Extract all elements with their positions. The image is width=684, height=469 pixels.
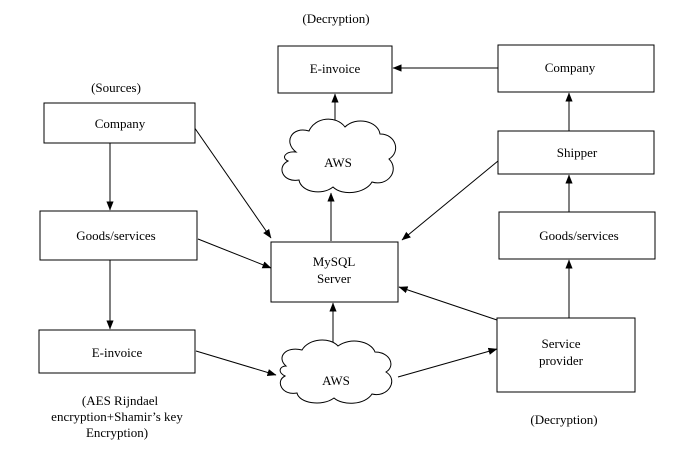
label-encryption-line3: Encryption)	[86, 425, 148, 440]
node-provider-label-line2: provider	[539, 353, 584, 368]
node-shipper-label: Shipper	[557, 145, 598, 160]
node-einvoice-left-label: E-invoice	[92, 345, 143, 360]
label-sources: (Sources)	[91, 80, 141, 95]
node-company-left: Company	[43, 102, 196, 144]
edge-goods-left-to-mysql	[197, 238, 272, 269]
cloud-icon	[279, 339, 393, 404]
cloud-icon	[281, 118, 397, 194]
node-goods-right: Goods/services	[498, 211, 656, 260]
edge-provider-to-mysql	[398, 286, 498, 321]
node-goods-left-label: Goods/services	[76, 228, 155, 243]
node-goods-right-label: Goods/services	[539, 228, 618, 243]
node-aws-bottom: AWS	[279, 339, 393, 404]
node-shipper: Shipper	[497, 130, 655, 175]
node-goods-left: Goods/services	[39, 210, 198, 261]
node-einvoice-left: E-invoice	[38, 329, 196, 374]
node-einvoice-top: E-invoice	[277, 45, 393, 94]
node-service-provider: Service provider	[496, 317, 636, 393]
node-company-left-label: Company	[95, 116, 146, 131]
node-einvoice-top-label: E-invoice	[310, 61, 361, 76]
edge-shipper-to-mysql	[401, 160, 499, 241]
node-company-right-label: Company	[545, 60, 596, 75]
node-mysql-label-line2: Server	[317, 271, 352, 286]
node-provider-label-line1: Service	[542, 336, 581, 351]
label-encryption-line2: encryption+Shamir’s key	[51, 409, 183, 424]
node-company-right: Company	[497, 44, 655, 93]
label-decryption-bottom: (Decryption)	[530, 412, 597, 427]
label-encryption-line1: (AES Rijndael	[82, 393, 159, 408]
node-aws-bottom-label: AWS	[322, 373, 350, 388]
edge-company-left-to-mysql	[193, 126, 272, 239]
node-aws-top-label: AWS	[324, 155, 352, 170]
edge-einvoice-left-to-aws-bottom	[195, 350, 277, 376]
edge-aws-bottom-to-provider	[397, 347, 498, 378]
node-aws-top: AWS	[281, 118, 397, 194]
label-decryption-top: (Decryption)	[302, 11, 369, 26]
node-mysql-server: MySQL Server	[270, 241, 399, 303]
node-mysql-label-line1: MySQL	[313, 254, 356, 269]
